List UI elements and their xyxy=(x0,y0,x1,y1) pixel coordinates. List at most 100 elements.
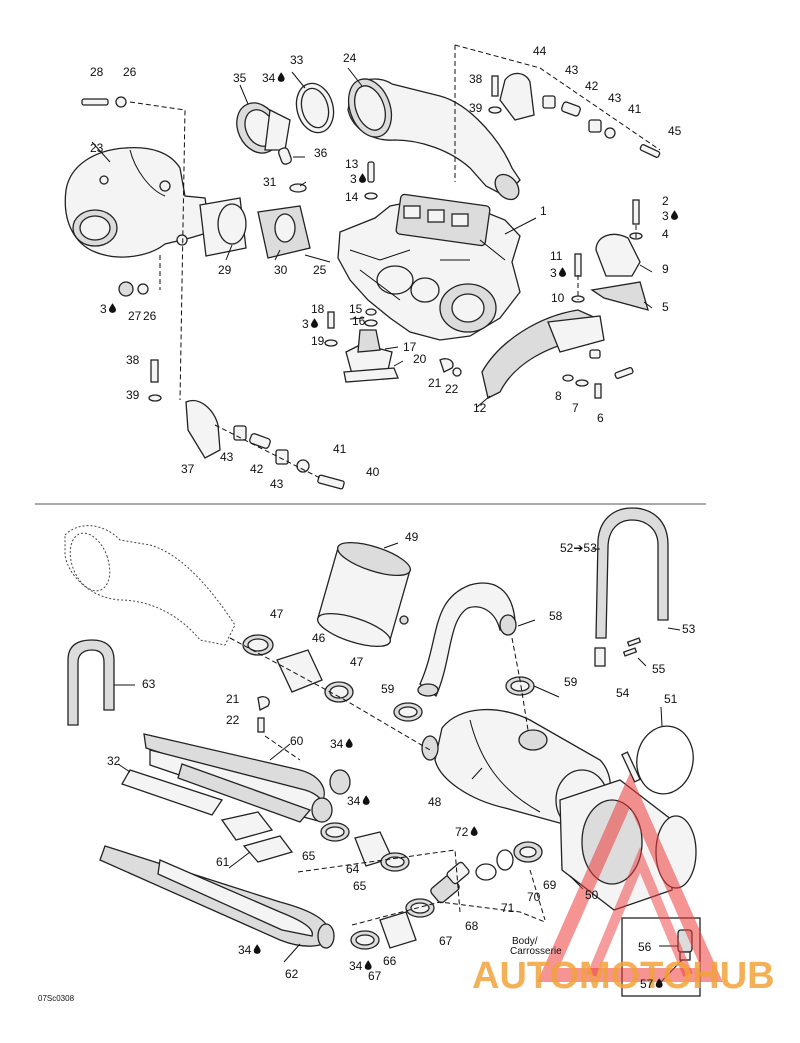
callout-label: 33 xyxy=(290,53,304,67)
callout-label: 28 xyxy=(90,65,104,79)
callout-label: 5 xyxy=(662,300,669,314)
pad-32 xyxy=(121,769,224,816)
callout-label: 66 xyxy=(383,954,397,968)
callout-label: 36 xyxy=(314,146,328,160)
callout-label: 16 xyxy=(352,314,366,328)
exhaust-hose xyxy=(276,649,323,693)
callout-label: 2 xyxy=(662,194,669,208)
callout-label: 59 xyxy=(564,675,578,689)
callout-label: 18 xyxy=(311,302,325,316)
callout-label: 22 xyxy=(226,713,240,727)
callout-label: 38 xyxy=(469,72,483,86)
callout-label: 38 xyxy=(126,353,140,367)
callout-label: 61 xyxy=(216,855,230,869)
callout-label: 51 xyxy=(664,692,678,706)
callout-label: 46 xyxy=(312,631,326,645)
callout-label: 65 xyxy=(353,879,367,893)
figure-code: 07Sc0308 xyxy=(38,994,75,1003)
callout-label: 3 xyxy=(550,266,557,280)
callout-label: 47 xyxy=(270,607,284,621)
callout-label: 43 xyxy=(270,477,284,491)
watermark: AUTOMOTOHUB xyxy=(472,772,775,997)
body-label-2: Carrosserie xyxy=(510,946,562,957)
engine-block xyxy=(337,193,521,341)
callout-label: 34 xyxy=(330,737,344,751)
callout-label: 9 xyxy=(662,262,669,276)
callout-label: 68 xyxy=(465,919,479,933)
callout-label: 7 xyxy=(572,401,579,415)
callout-label: 55 xyxy=(652,662,666,676)
lubricant-drop-icon xyxy=(277,72,285,82)
callout-label: 43 xyxy=(565,63,579,77)
callout-label: 45 xyxy=(668,124,682,138)
callout-label: 32 xyxy=(107,754,121,768)
callout-label: 47 xyxy=(350,655,364,669)
callout-label: 42 xyxy=(585,79,599,93)
lubricant-drop-icon xyxy=(671,210,678,220)
watermark-text: AUTOMOTOHUB xyxy=(472,955,775,997)
callout-label: 41 xyxy=(333,442,347,456)
callout-label: 39 xyxy=(126,388,140,402)
callout-label: 41 xyxy=(628,102,642,116)
callout-label: 3 xyxy=(662,209,669,223)
callout-label: 65 xyxy=(302,849,316,863)
body-label-1: Body/ xyxy=(512,936,538,947)
hose-set xyxy=(143,733,351,823)
callout-label: 59 xyxy=(381,682,395,696)
lubricant-drop-icon xyxy=(559,267,566,277)
ghost-tuned-pipe xyxy=(64,525,236,646)
callout-label: 26 xyxy=(143,309,157,323)
retaining-strap xyxy=(594,507,669,667)
hardware xyxy=(81,75,661,490)
callout-label: 34 xyxy=(262,71,276,85)
callout-label: 39 xyxy=(469,101,483,115)
muffler xyxy=(317,541,411,648)
callout-label: 1 xyxy=(540,204,547,218)
callout-label: 6 xyxy=(597,411,604,425)
callout-label: 34 xyxy=(238,943,252,957)
callout-label: 4 xyxy=(662,227,669,241)
callout-label: 11 xyxy=(550,249,563,263)
callout-label: 58 xyxy=(549,609,563,623)
callout-label: 48 xyxy=(428,795,442,809)
hose-66 xyxy=(379,911,417,949)
callout-label: 40 xyxy=(366,465,380,479)
engine-support-bracket xyxy=(481,309,605,399)
callout-label: 54 xyxy=(616,686,630,700)
outlet-fitting xyxy=(430,861,470,904)
callout-label: 56 xyxy=(638,940,652,954)
callout-label: 70 xyxy=(527,890,541,904)
callout-label: 22 xyxy=(445,382,459,396)
callout-label: 12 xyxy=(473,401,487,415)
callout-label: 24 xyxy=(343,51,357,65)
callout-label: 17 xyxy=(403,340,417,354)
callout-label: 31 xyxy=(263,175,277,189)
callout-label: 67 xyxy=(368,969,382,983)
assembly-lines-bottom xyxy=(229,637,546,926)
callout-label: 71 xyxy=(501,901,515,915)
exhaust-manifold xyxy=(64,146,211,258)
callout-label: 13 xyxy=(345,157,359,171)
lubricant-drop-icon xyxy=(362,795,370,805)
engine-mount xyxy=(343,329,399,383)
callout-label: 3 xyxy=(100,302,107,316)
callout-label: 21 xyxy=(428,376,442,390)
pipe-support-front xyxy=(185,400,221,459)
callout-label: 72 xyxy=(455,825,469,839)
pipe-support-rear xyxy=(499,72,535,121)
hose-62 xyxy=(99,845,335,949)
callout-label: 23 xyxy=(90,141,104,155)
callout-label: 10 xyxy=(551,291,565,305)
callout-label: 63 xyxy=(142,677,156,691)
callout-label: 21 xyxy=(226,692,240,706)
callout-label: 43 xyxy=(220,450,234,464)
callout-label: 20 xyxy=(413,352,427,366)
callout-label: 26 xyxy=(123,65,137,79)
callout-label: 60 xyxy=(290,734,304,748)
strap-small xyxy=(67,639,115,726)
callout-label: 62 xyxy=(285,967,299,981)
callout-label: 57 xyxy=(640,977,654,991)
lubricant-drop-icon xyxy=(109,303,116,313)
tuned-pipe xyxy=(347,78,521,201)
